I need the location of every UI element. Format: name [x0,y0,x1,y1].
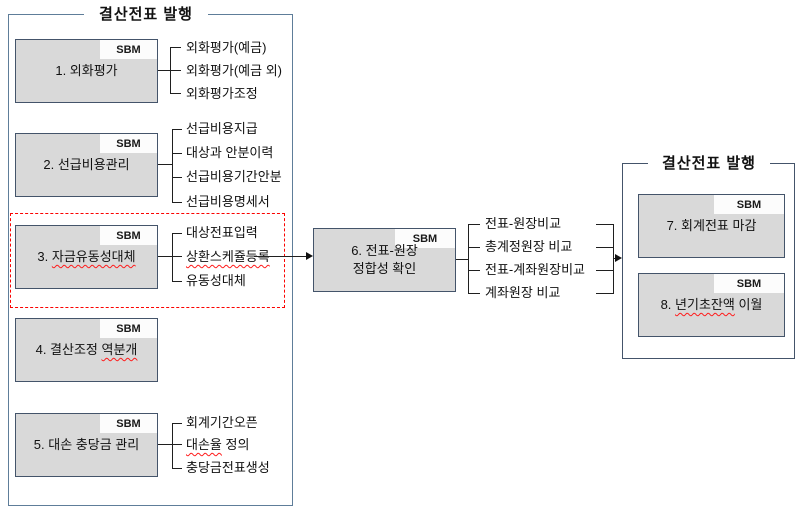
bracket-line [172,129,173,203]
sbm-tab: SBM [100,226,157,245]
branch-item: 계좌원장 비교 [485,285,561,300]
bracket-stub [172,129,182,130]
bracket-stub [172,202,182,203]
branch-item-wavy: 대손율 [186,437,222,452]
box-label-suffix: 이월 [734,297,763,312]
box-label-prefix: 3. [37,249,52,264]
sbm-tab: SBM [100,40,157,59]
sbm-tab: SBM [395,229,455,248]
box-label: 1. 외화평가 [55,63,118,78]
bracket-stub [172,444,182,445]
sbm-tab: SBM [100,414,157,433]
box-label-prefix: 8. [660,297,676,312]
branch-item: 전표-계좌원장비교 [485,262,586,277]
branch-item: 충당금전표생성 [186,460,270,475]
box-label: 8. 년기초잔액 이월 [639,274,784,336]
box-1-foreign-currency-valuation: SBM 1. 외화평가 [15,39,158,103]
bracket-stub [172,281,182,282]
sbm-tab: SBM [714,274,784,293]
sbm-tab: SBM [100,134,157,153]
box-label: 6. 전표-원장 정합성 확인 [314,229,455,291]
box-label: 5. 대손 충당금 관리 [33,437,140,452]
bracket-stub [170,47,181,48]
bracket-line [613,224,614,294]
branch-item: 대손율 정의 [186,437,249,453]
branch-item: 선급비용명세서 [186,194,270,209]
box-5-bad-debt-allowance-mgmt: SBM 5. 대손 충당금 관리 [15,413,158,477]
branch-item-rest: 정의 [221,437,250,452]
bracket-stub [596,247,613,248]
box-2-prepaid-expense-mgmt: SBM 2. 선급비용관리 [15,133,158,197]
connector-line [158,70,170,71]
flow-arrow-line [254,256,306,257]
connector-line [456,259,468,260]
arrow-right-icon [306,252,313,260]
sbm-tab: SBM [100,319,157,338]
box-label-wavy: 자금유동성대체 [51,249,136,264]
connector-line [158,444,172,445]
box-label-line1: 6. 전표-원장 [351,243,418,258]
branch-item: 외화평가(예금 외) [186,63,282,78]
branch-item: 선급비용기간안분 [186,169,282,184]
branch-item: 외화평가조정 [186,86,258,101]
branch-item: 전표-원장비교 [485,216,562,231]
box-label: 4. 결산조정 역분개 [16,319,157,381]
bracket-stub [172,423,182,424]
left-group-title: 결산전표 발행 [84,3,208,24]
bracket-stub [172,468,182,469]
branch-item: 선급비용지급 [186,121,258,136]
sbm-tab: SBM [714,195,784,214]
bracket-stub [170,70,181,71]
bracket-stub [172,233,182,234]
branch-item: 대상과 안분이력 [186,145,274,160]
box-label-wavy: 년기초잔액 [675,297,735,312]
right-group-title: 결산전표 발행 [648,152,770,173]
box-6-slip-ledger-consistency-check: SBM 6. 전표-원장 정합성 확인 [313,228,456,292]
bracket-stub [596,270,613,271]
connector-line [158,256,172,257]
branch-item: 회계기간오픈 [186,415,258,430]
box-label: 3. 자금유동성대체 [16,226,157,288]
bracket-stub [172,177,182,178]
box-label-wavy: 역분개 [101,342,138,357]
box-label: 7. 회계전표 마감 [666,218,757,233]
box-label: 2. 선급비용관리 [43,157,130,172]
bracket-stub [170,93,181,94]
bracket-stub [468,293,480,294]
bracket-stub [468,247,480,248]
bracket-line [172,233,173,282]
bracket-stub [596,224,613,225]
bracket-line [468,224,469,294]
branch-item: 유동성대체 [186,273,246,288]
branch-item: 상환스케쥴등록 [186,249,270,264]
arrow-right-icon [615,254,622,262]
box-8-beginning-balance-carryover: SBM 8. 년기초잔액 이월 [638,273,785,337]
bracket-stub [468,224,480,225]
branch-item: 외화평가(예금) [186,40,267,55]
box-3-liquidity-transfer: SBM 3. 자금유동성대체 [15,225,158,289]
branch-item: 대상전표입력 [186,225,258,240]
bracket-stub [172,153,182,154]
step3-dashed-highlight [10,213,285,308]
box-label-line2: 정합성 확인 [352,261,417,276]
box-label-prefix: 4. 결산조정 [35,342,102,357]
bracket-line [172,423,173,469]
bracket-stub [596,293,613,294]
box-7-accounting-slip-closing: SBM 7. 회계전표 마감 [638,194,785,258]
branch-item: 총계정원장 비교 [485,239,573,254]
connector-line [158,164,172,165]
bracket-stub [172,256,182,257]
box-4-closing-adjustment-reversal: SBM 4. 결산조정 역분개 [15,318,158,382]
bracket-stub [468,270,480,271]
